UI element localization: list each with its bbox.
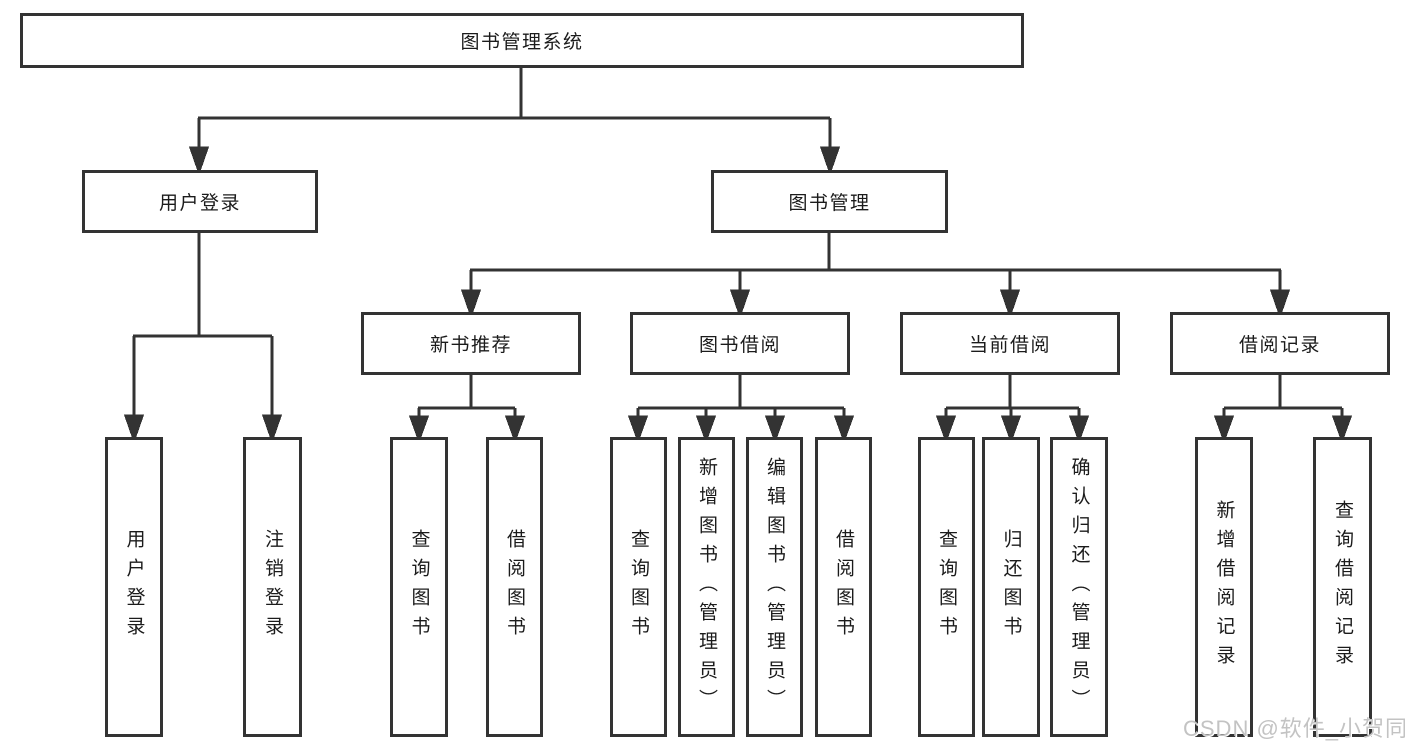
leaf-cb-return-books: 归还图书: [982, 437, 1040, 737]
node-new-book-rec: 新书推荐: [361, 312, 581, 375]
leaf-bb-add-books-admin: 新增图书（管理员）: [678, 437, 735, 737]
leaf-bb-query-books: 查询图书: [610, 437, 667, 737]
node-book-mgmt: 图书管理: [711, 170, 948, 233]
connector-root-to-level2: [188, 68, 841, 176]
node-label: 图书管理: [788, 193, 871, 214]
node-label: 新增图书（管理员）: [696, 456, 717, 718]
leaf-bb-borrow-books: 借阅图书: [815, 437, 872, 737]
leaf-cb-confirm-return-admin: 确认归还（管理员）: [1050, 437, 1108, 737]
node-label: 查询图书: [408, 529, 430, 645]
node-label: 借阅图书: [833, 529, 854, 645]
node-label: 新书推荐: [429, 335, 512, 356]
node-label: 查询图书: [628, 529, 649, 645]
node-label: 归还图书: [1000, 529, 1022, 645]
leaf-rec-query-books: 查询图书: [390, 437, 448, 737]
node-label: 图书管理系统: [460, 32, 584, 53]
connector-borrow-records-to-leaves: [1213, 375, 1353, 444]
leaf-rec-borrow-books: 借阅图书: [486, 437, 543, 737]
node-borrow-records: 借阅记录: [1170, 312, 1390, 375]
csdn-watermark: CSDN @软件_小贺同学: [1183, 716, 1405, 741]
node-current-borrow: 当前借阅: [900, 312, 1120, 375]
connector-user-login-to-leaves: [123, 233, 283, 444]
node-label: 新增借阅记录: [1213, 500, 1235, 674]
node-label: 借阅图书: [504, 529, 525, 645]
node-label: 查询图书: [936, 529, 957, 645]
node-label: 确认归还（管理员）: [1068, 456, 1090, 718]
node-book-borrow: 图书借阅: [630, 312, 850, 375]
connector-book-borrow-to-leaves: [627, 375, 855, 444]
leaf-logout: 注销登录: [243, 437, 302, 737]
node-label: 用户登录: [158, 193, 241, 214]
node-label: 借阅记录: [1238, 335, 1321, 356]
leaf-br-query-record: 查询借阅记录: [1313, 437, 1372, 737]
node-label: 注销登录: [262, 529, 283, 645]
node-label: 当前借阅: [968, 335, 1051, 356]
node-label: 编辑图书（管理员）: [764, 456, 785, 718]
node-label: 图书借阅: [698, 335, 781, 356]
node-user-login: 用户登录: [82, 170, 318, 233]
leaf-cb-query-books: 查询图书: [918, 437, 975, 737]
connector-new-book-rec-to-leaves: [408, 375, 526, 444]
node-label: 用户登录: [123, 529, 145, 645]
node-root: 图书管理系统: [20, 13, 1024, 68]
leaf-br-add-record: 新增借阅记录: [1195, 437, 1253, 737]
connector-book-mgmt-to-level3: [460, 233, 1291, 319]
leaf-user-login: 用户登录: [105, 437, 163, 737]
connector-current-borrow-to-leaves: [935, 375, 1090, 444]
node-label: 查询借阅记录: [1332, 500, 1353, 674]
leaf-bb-edit-books-admin: 编辑图书（管理员）: [746, 437, 803, 737]
